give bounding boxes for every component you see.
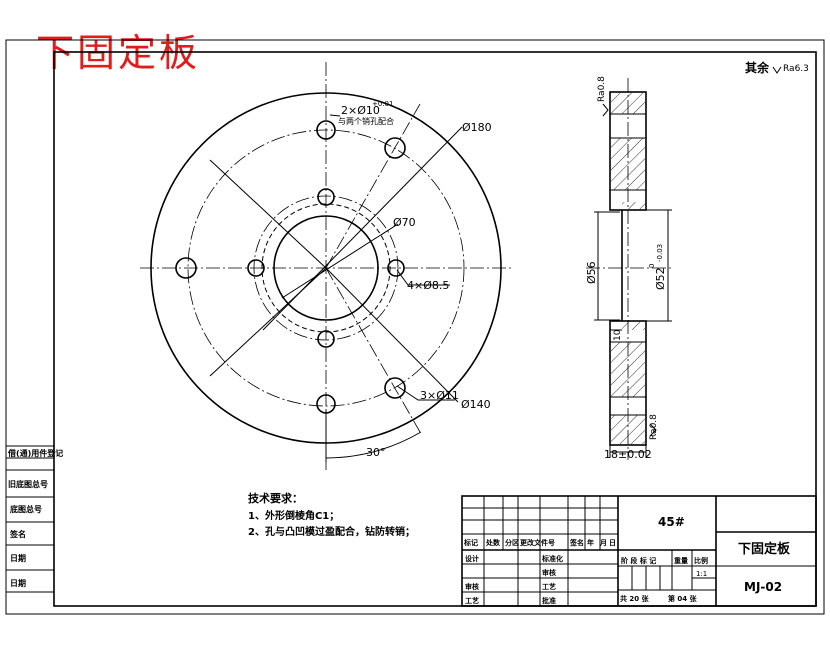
rev-header-1: 处数 xyxy=(485,538,501,547)
pin-hole-top xyxy=(316,120,336,140)
sheets-total: 共 20 张 xyxy=(620,594,650,603)
roughness-bottom: Ra0.8 xyxy=(649,414,659,440)
role-standard: 标准化 xyxy=(541,554,563,563)
label-2x10-note: 与两个销孔配合 xyxy=(338,116,394,126)
strip-label-3: 签名 xyxy=(9,529,26,539)
stage-header: 阶 段 标 记 xyxy=(621,556,656,565)
notes-heading: 技术要求： xyxy=(248,491,303,505)
label-4x85: 4×Ø8.5 xyxy=(407,279,449,292)
label-3x11: 3×Ø11 xyxy=(420,389,459,402)
roughness-symbol-general: 其余 Ra6.3 xyxy=(745,60,809,75)
role-design: 设计 xyxy=(465,554,479,563)
scale-value: 1:1 xyxy=(696,570,707,578)
title-block xyxy=(461,495,817,607)
rev-header-7: 日 xyxy=(609,539,616,547)
strip-label-1: 旧底图总号 xyxy=(8,479,48,489)
weight-header: 重量 xyxy=(674,556,688,565)
label-d52-tol-lower: -0.03 xyxy=(656,244,664,262)
roughness-label: 其余 xyxy=(745,60,770,75)
small-hole-right xyxy=(387,259,405,277)
small-hole-left xyxy=(247,259,265,277)
label-step: 10 xyxy=(613,329,623,341)
rev-header-4: 签名 xyxy=(569,538,584,547)
label-d180: Ø180 xyxy=(462,121,492,134)
role-process: 工艺 xyxy=(465,596,479,605)
role-review: 审核 xyxy=(542,568,556,577)
roughness-top: Ra0.8 xyxy=(597,76,607,102)
strip-label-5: 日期 xyxy=(10,578,26,588)
bolt-hole-lower-right xyxy=(384,377,406,399)
label-d56: Ø56 xyxy=(585,261,598,284)
small-hole-bottom xyxy=(317,330,335,348)
rev-header-3: 更改文件号 xyxy=(520,538,555,547)
strip-label-2: 底图总号 xyxy=(9,504,42,514)
inner-frame xyxy=(53,51,817,607)
label-2x10-tol: +0.01 xyxy=(372,100,393,108)
label-d52-tol-upper: 0 xyxy=(648,264,656,268)
note-2: 2、孔与凸凹模过盈配合，钻防转销； xyxy=(248,525,415,538)
note-1: 1、外形倒棱角C1； xyxy=(248,509,339,522)
rev-header-2: 分区 xyxy=(505,538,519,547)
label-d140: Ø140 xyxy=(461,398,491,411)
label-d52: Ø52 xyxy=(654,267,667,290)
side-view xyxy=(586,78,672,460)
left-strip xyxy=(5,445,55,593)
bore-circle-d70 xyxy=(273,215,379,321)
part-name: 下固定板 xyxy=(738,541,791,557)
outer-frame xyxy=(5,39,825,615)
role-process-2: 工艺 xyxy=(542,582,556,591)
strip-label-0: 借(通)用件登记 xyxy=(7,448,63,458)
bolt-hole-left xyxy=(175,257,197,279)
role-approve: 批准 xyxy=(542,596,556,605)
rev-header-6: 月 xyxy=(599,539,607,547)
bolt-hole-upper-right xyxy=(384,137,406,159)
small-hole-top xyxy=(317,188,335,206)
label-d70: Ø70 xyxy=(393,216,416,229)
label-2x10: 2×Ø10 xyxy=(341,104,380,117)
pitch-circle-small xyxy=(253,195,399,341)
hidden-counterbore xyxy=(261,203,391,333)
rev-header-5: 年 xyxy=(587,538,594,547)
front-view xyxy=(140,62,512,470)
drawing-number: MJ-02 xyxy=(744,580,782,594)
strip-label-4: 日期 xyxy=(10,553,26,563)
bolt-circle-d140 xyxy=(187,129,465,407)
angle-arc xyxy=(325,431,422,459)
label-thickness: 18±0.02 xyxy=(604,448,652,461)
roughness-value: Ra6.3 xyxy=(783,64,809,74)
role-check: 审核 xyxy=(465,582,479,591)
rev-header-0: 标记 xyxy=(463,538,478,547)
scale-header: 比例 xyxy=(694,556,708,565)
material: 45# xyxy=(658,515,685,529)
label-angle: 30° xyxy=(366,446,386,459)
sheet-number: 第 04 张 xyxy=(668,594,698,603)
